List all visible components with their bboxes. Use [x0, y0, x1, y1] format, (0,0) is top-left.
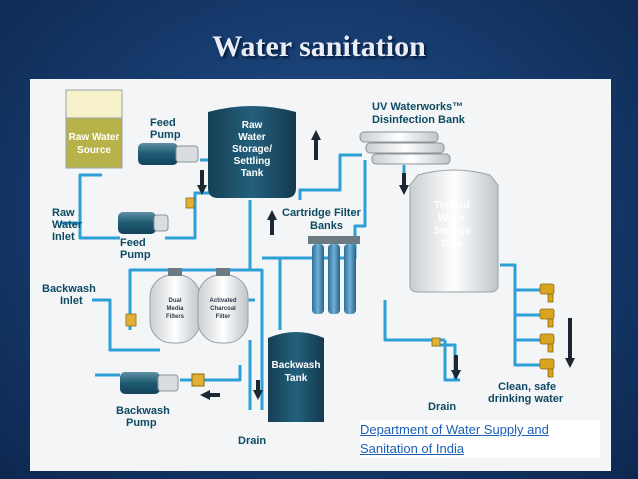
credit-line-1[interactable]: Department of Water Supply and [360, 422, 549, 437]
feed-pump-top-label-2: Pump [150, 129, 181, 141]
raw-tank-label-2: Water [238, 132, 266, 143]
raw-tank-label-1: Raw [242, 120, 263, 131]
raw-water-inlet-label-3: Inlet [52, 231, 75, 243]
backwash-tank-label-2: Tank [285, 373, 308, 384]
raw-water-source-label-1: Raw Water [69, 132, 120, 143]
clean-water-label: Clean, safe drinking water [488, 381, 564, 405]
dual-media-label-1: Dual [168, 298, 181, 304]
activated-charcoal-label-3: Filter [216, 314, 231, 320]
treated-tank-label-4: Tank [441, 239, 464, 250]
dual-media-filter: Dual Media Filters [149, 268, 201, 344]
activated-charcoal-label-1: Activated [209, 298, 236, 304]
backwash-tank: Backwash Tank [268, 332, 324, 422]
cartridge-filter-banks: Cartridge Filter Banks [282, 207, 362, 314]
backwash-tank-label-1: Backwash [272, 360, 321, 371]
treated-tank-label-1: Treated [434, 200, 470, 211]
backwash-pump-label-1: Backwash [116, 405, 170, 417]
backwash-inlet: Backwash Inlet [42, 283, 96, 307]
raw-tank-label-3: Storage/ [232, 144, 272, 155]
treated-tank-label-2: Water [438, 213, 466, 224]
slide-title: Water sanitation [212, 30, 426, 63]
feed-pump-mid-label-2: Pump [120, 249, 151, 261]
backwash-pump-label-2: Pump [126, 417, 157, 429]
flow-arrows [197, 130, 575, 400]
uv-disinfection-bank: UV Waterworks™ Disinfection Bank [359, 101, 466, 165]
dual-media-label-3: Filters [166, 314, 185, 320]
credit-line-2[interactable]: Sanitation of India [360, 441, 465, 456]
raw-tank-label-4: Settling [234, 156, 271, 167]
credit-link[interactable]: Department of Water Supply and Sanitatio… [360, 420, 600, 458]
raw-tank-label-5: Tank [241, 168, 264, 179]
feed-pump-top-label-1: Feed [150, 117, 176, 129]
raw-water-inlet-label-1: Raw [52, 207, 75, 219]
raw-water-source-label-2: Source [77, 145, 111, 156]
clean-water-label-2: drinking water [488, 393, 564, 405]
drain-right-label: Drain [428, 401, 456, 413]
feed-pump-mid-label-1: Feed [120, 237, 146, 249]
treated-water-storage-tank: Treated Water Storage Tank [409, 169, 499, 293]
clean-water-label-1: Clean, safe [498, 381, 556, 393]
dual-media-label-2: Media [166, 306, 184, 312]
cartridge-filter-label-2: Banks [310, 220, 343, 232]
valves [125, 197, 441, 347]
activated-charcoal-filter: Activated Charcoal Filter [197, 268, 249, 344]
raw-water-inlet: Raw Water Inlet [52, 207, 83, 243]
treated-tank-label-3: Storage [433, 226, 471, 237]
activated-charcoal-label-2: Charcoal [210, 306, 236, 312]
drinking-water-taps [539, 283, 555, 378]
feed-pump-top: Feed Pump [138, 117, 199, 165]
raw-water-storage-tank: Raw Water Storage/ Settling Tank [208, 106, 296, 198]
uv-bank-label-1: UV Waterworks™ [372, 101, 463, 113]
cartridge-filter-label-1: Cartridge Filter [282, 207, 362, 219]
raw-water-inlet-label-2: Water [52, 219, 83, 231]
uv-bank-label-2: Disinfection Bank [372, 114, 466, 126]
backwash-inlet-label-1: Backwash [42, 283, 96, 295]
feed-pump-mid: Feed Pump [118, 212, 169, 261]
backwash-pump: Backwash Pump [116, 372, 205, 429]
raw-water-source: Raw Water Source [65, 89, 123, 169]
drain-bottom-label: Drain [238, 435, 266, 447]
backwash-inlet-label-2: Inlet [60, 295, 83, 307]
